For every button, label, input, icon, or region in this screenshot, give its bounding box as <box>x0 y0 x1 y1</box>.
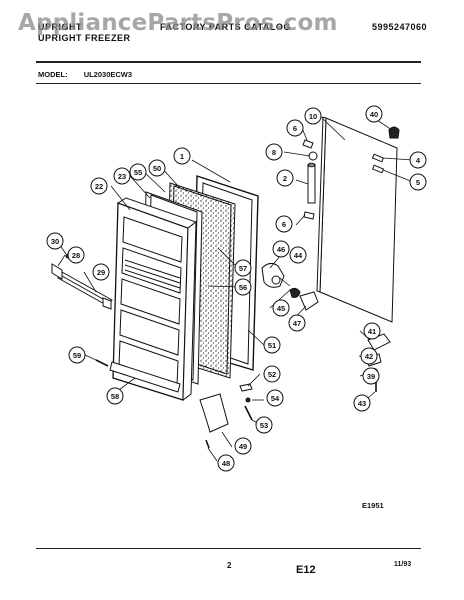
clip-part-6-lower <box>303 211 315 220</box>
bracket-part-49 <box>199 393 229 433</box>
callout-4: 4 <box>416 156 421 165</box>
screw-part-53 <box>244 405 253 421</box>
header-center: FACTORY PARTS CATALOG <box>160 22 291 32</box>
model-line: MODEL: UL2030ECW3 <box>38 70 146 79</box>
figure-code: E1951 <box>362 501 384 510</box>
callout-58: 58 <box>111 392 119 401</box>
callout-6-top: 6 <box>293 124 297 133</box>
washer-part-54 <box>245 397 251 403</box>
callout-45: 45 <box>277 304 285 313</box>
callout-10: 10 <box>309 112 317 121</box>
inner-door-liner-side <box>182 220 197 402</box>
callout-49: 49 <box>239 442 247 451</box>
callout-48: 48 <box>222 459 230 468</box>
outer-door-panel <box>319 117 398 323</box>
screw-part-48 <box>205 439 210 449</box>
cover-part-47 <box>299 291 319 311</box>
bottom-trim <box>109 361 181 393</box>
header-rule <box>36 61 421 63</box>
callout-51: 51 <box>268 341 276 350</box>
callout-56: 56 <box>239 283 247 292</box>
handle-tube <box>307 164 316 204</box>
door-panel-edge <box>316 116 327 293</box>
header-left-line1: UPRIGHT <box>38 22 82 32</box>
callout-29: 29 <box>97 268 105 277</box>
callout-22: 22 <box>95 182 103 191</box>
latch-pin <box>271 275 281 285</box>
callout-1: 1 <box>180 152 184 161</box>
header-right: 5995247060 <box>372 22 428 32</box>
callout-47: 47 <box>293 319 301 328</box>
footer-rule <box>36 548 421 549</box>
shelf-bar-right-cap <box>102 297 112 310</box>
callout-52: 52 <box>268 370 276 379</box>
callout-5: 5 <box>416 178 420 187</box>
callout-41: 41 <box>368 327 376 336</box>
header-left-line2: UPRIGHT FREEZER <box>38 33 131 43</box>
callout-53: 53 <box>260 421 268 430</box>
callout-28: 28 <box>72 251 80 260</box>
callout-30: 30 <box>51 237 59 246</box>
callout-39: 39 <box>367 372 375 381</box>
callout-55: 55 <box>134 168 142 177</box>
washer-part-45 <box>289 287 301 298</box>
footer-page: 2 <box>227 561 232 570</box>
callout-40: 40 <box>370 110 378 119</box>
callout-46: 46 <box>277 245 285 254</box>
callout-43: 43 <box>358 399 366 408</box>
callout-8: 8 <box>272 148 276 157</box>
callout-6-lower: 6 <box>282 220 286 229</box>
shelf-bar-edge <box>61 275 111 304</box>
door-slot-upper <box>371 153 385 163</box>
callout-circles <box>46 105 427 472</box>
handle-tube-cap <box>307 162 316 168</box>
callout-23: 23 <box>118 172 126 181</box>
model-rule <box>36 83 421 84</box>
callout-44: 44 <box>294 251 303 260</box>
callout-54: 54 <box>271 394 280 403</box>
callout-2: 2 <box>283 174 287 183</box>
clip-part-52 <box>239 383 253 392</box>
model-value: UL2030ECW3 <box>83 70 133 79</box>
shelf-bar-end-cap <box>51 263 63 280</box>
latch-part-46 <box>261 262 285 288</box>
callout-57: 57 <box>239 264 247 273</box>
callout-59: 59 <box>73 351 81 360</box>
watermark: AppliancePartsPros.com <box>18 10 338 36</box>
callout-50: 50 <box>153 164 161 173</box>
footer-date: 11/93 <box>394 561 412 568</box>
footer-section: E12 <box>296 564 316 576</box>
grommet-part-8 <box>308 151 318 161</box>
model-label: MODEL: <box>38 70 68 79</box>
callout-42: 42 <box>365 352 373 361</box>
screw-part-6 <box>302 139 314 149</box>
screw-part-59 <box>95 359 109 367</box>
door-slot-lower <box>371 164 385 174</box>
